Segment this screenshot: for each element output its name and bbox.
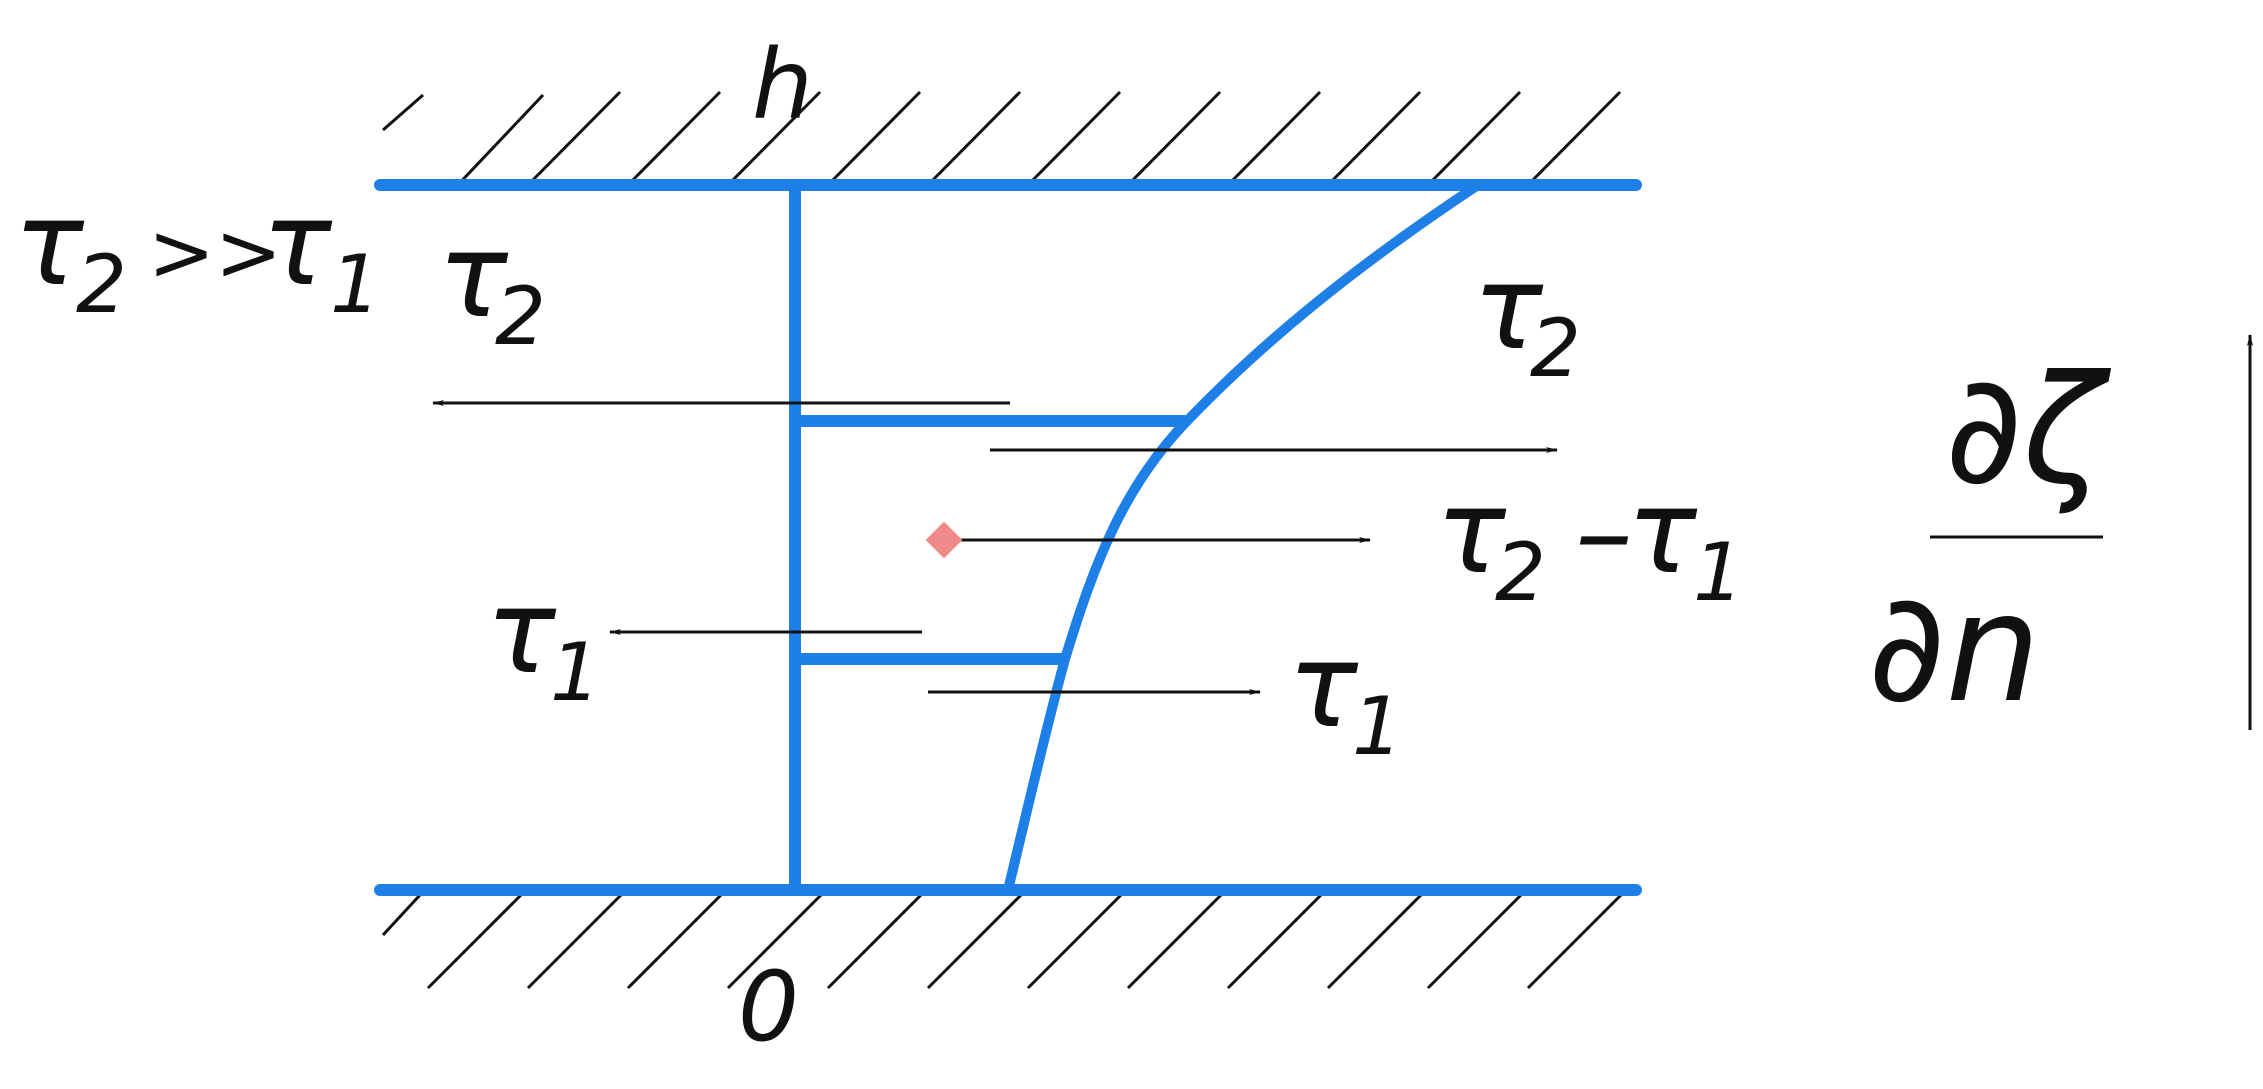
svg-text:τ: τ bbox=[486, 565, 557, 700]
svg-text:2: 2 bbox=[495, 270, 546, 363]
lower-right-stress-label: τ 1 bbox=[1288, 619, 1403, 773]
svg-text:τ: τ bbox=[438, 209, 509, 344]
derivative-numerator: ∂ζ bbox=[1945, 344, 2112, 518]
axis-label-top: h bbox=[752, 29, 813, 141]
derivative-denominator: ∂n bbox=[1868, 562, 2041, 736]
derivative-label: ∂ζ ∂n bbox=[1868, 344, 2112, 736]
svg-text:–: – bbox=[1575, 465, 1633, 600]
svg-text:2: 2 bbox=[1495, 526, 1546, 619]
marker-point bbox=[925, 521, 963, 559]
svg-text:>>: >> bbox=[148, 206, 282, 299]
svg-text:τ: τ bbox=[14, 177, 85, 312]
svg-text:2: 2 bbox=[1530, 302, 1581, 395]
top-wall-hatching bbox=[382, 90, 1622, 192]
condition-label: τ 2 >> τ 1 bbox=[14, 177, 381, 331]
velocity-profile-curve bbox=[1003, 180, 1483, 895]
svg-text:1: 1 bbox=[550, 626, 601, 719]
lower-left-stress-label: τ 1 bbox=[486, 565, 601, 719]
svg-text:τ: τ bbox=[262, 177, 333, 312]
svg-text:τ: τ bbox=[1436, 465, 1507, 600]
svg-text:1: 1 bbox=[330, 238, 381, 331]
svg-text:τ: τ bbox=[1288, 619, 1359, 754]
svg-text:τ: τ bbox=[1473, 241, 1544, 376]
svg-text:1: 1 bbox=[1693, 526, 1744, 619]
upper-right-stress-label: τ 2 bbox=[1473, 241, 1581, 395]
svg-text:1: 1 bbox=[1352, 680, 1403, 773]
upper-left-stress-label: τ 2 bbox=[438, 209, 546, 363]
middle-stress-difference-label: τ 2 – τ 1 bbox=[1436, 465, 1744, 619]
axis-label-bottom: 0 bbox=[738, 951, 799, 1063]
bottom-wall-hatching bbox=[381, 891, 1625, 990]
svg-text:τ: τ bbox=[1627, 465, 1698, 600]
svg-text:2: 2 bbox=[76, 238, 127, 331]
